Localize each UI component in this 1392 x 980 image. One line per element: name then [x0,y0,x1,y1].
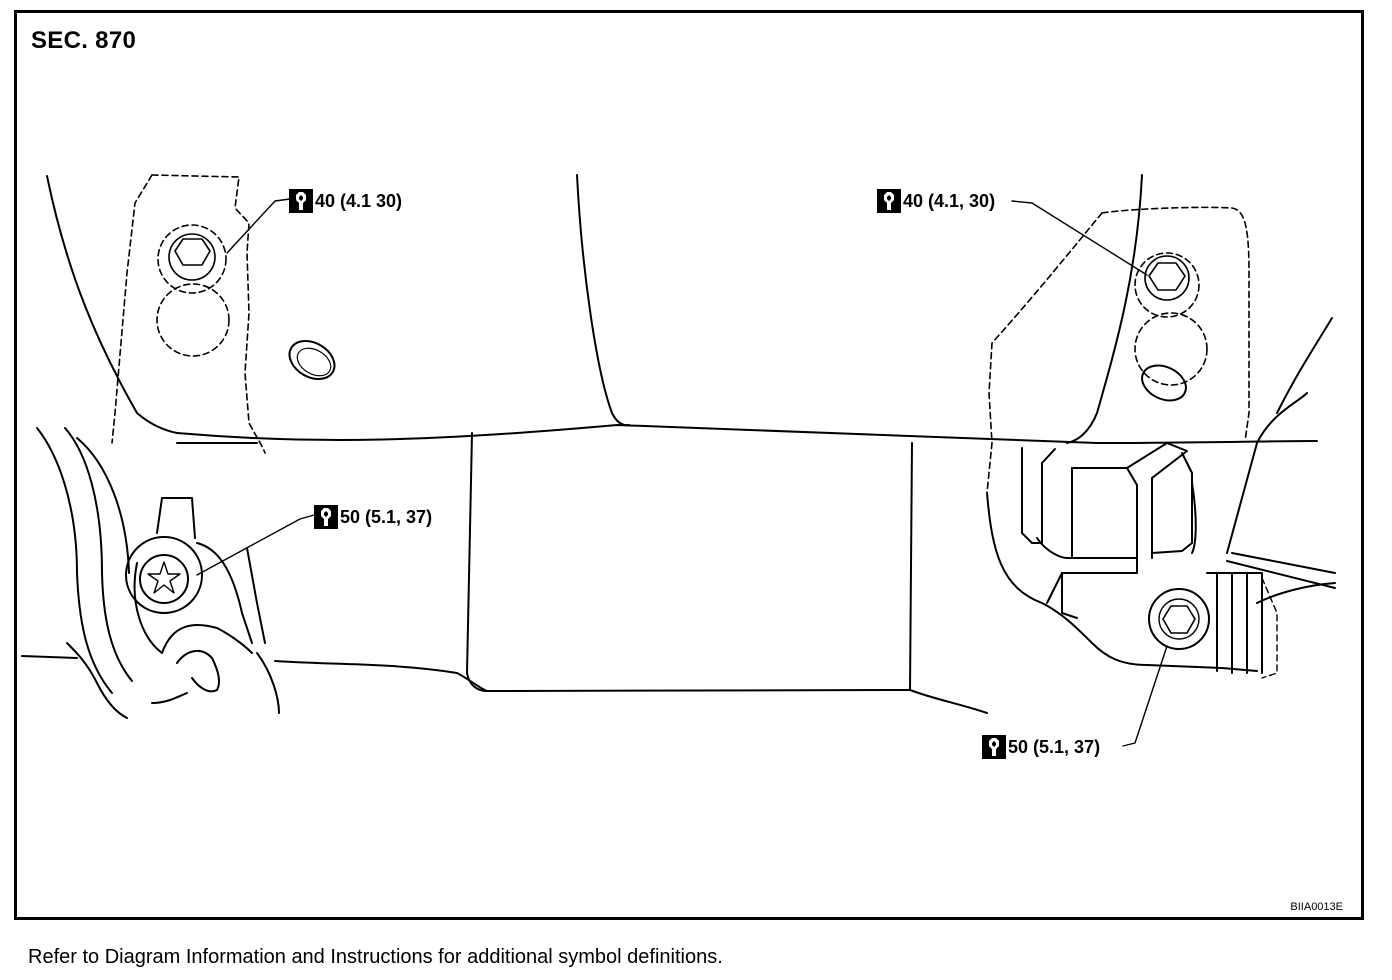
right-slot-hole [1141,364,1187,402]
torque-wrench-icon [314,505,338,529]
torque-wrench-icon [877,189,901,213]
torque-wrench-icon [982,735,1006,759]
footer-note: Refer to Diagram Information and Instruc… [28,946,723,968]
diagram-frame: SEC. 870 40 (4.1 30) 40 (4.1, 30) 50 (5.… [14,10,1364,920]
left-upper-bolt [168,233,216,281]
leader-lines [196,198,1168,747]
body-outline [46,174,1318,714]
technical-drawing [21,174,1336,747]
torque-value: 40 (4.1, 30) [903,190,996,211]
right-upper-bolt [1144,255,1190,301]
right-bracket [986,206,1250,494]
torque-callout-lower-left: 50 (5.1, 37) [314,505,432,529]
torque-callout-upper-right: 40 (4.1, 30) [877,189,995,213]
torque-value: 50 (5.1, 37) [340,506,433,527]
section-label: SEC. 870 [31,27,137,54]
torque-value: 40 (4.1 30) [315,190,403,211]
figure-code: BIIA0013E [1290,901,1343,913]
left-slot-hole [288,340,336,380]
torque-value: 50 (5.1, 37) [1008,736,1101,757]
right-lower-mechanism [986,317,1336,679]
torque-callout-upper-left: 40 (4.1 30) [289,189,402,213]
torque-wrench-icon [289,189,313,213]
left-bracket [111,174,266,454]
torque-callout-lower-right: 50 (5.1, 37) [982,735,1100,759]
left-lower-mechanism [21,427,280,719]
